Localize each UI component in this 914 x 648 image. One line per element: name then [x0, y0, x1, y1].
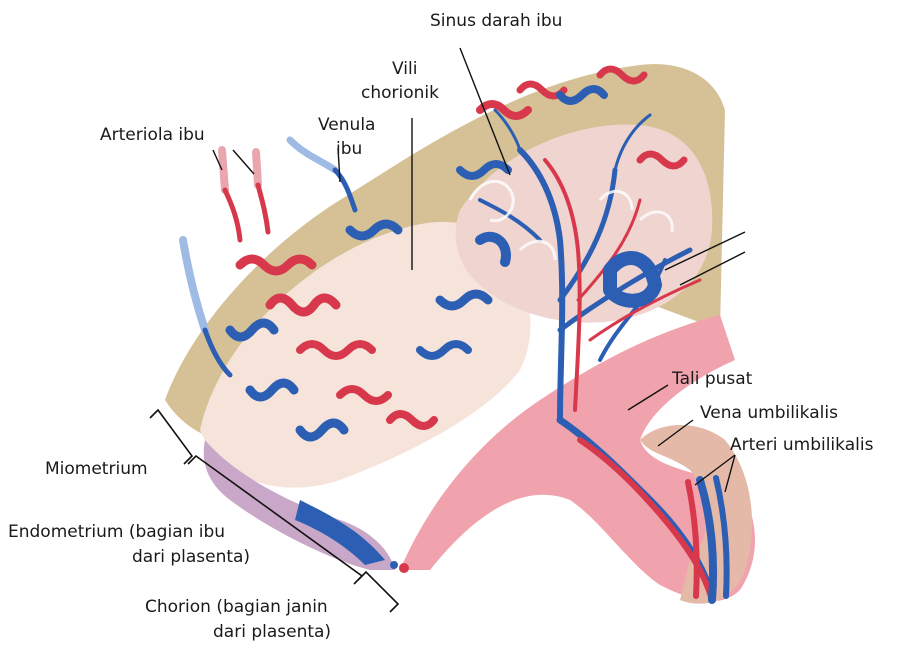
- label-venula-line2: ibu: [336, 139, 362, 159]
- bracket-chorion: [358, 572, 398, 612]
- label-chorion-line1: Chorion (bagian janin: [145, 597, 328, 617]
- label-venula-line1: Venula: [318, 115, 375, 135]
- label-chorion-line2: dari plasenta): [213, 622, 331, 642]
- label-vena-umbilikalis: Vena umbilikalis: [700, 403, 838, 423]
- label-arteri-umbilikalis: Arteri umbilikalis: [730, 435, 874, 455]
- label-vili-line2: chorionik: [361, 83, 439, 103]
- label-tali-pusat: Tali pusat: [671, 369, 753, 389]
- label-endometrium-line1: Endometrium (bagian ibu: [8, 522, 225, 542]
- label-vili-line1: Vili: [392, 59, 417, 79]
- label-sinus-darah-ibu: Sinus darah ibu: [430, 11, 562, 31]
- leader-arteriola-2: [233, 150, 254, 174]
- label-miometrium: Miometrium: [45, 459, 148, 479]
- label-endometrium-line2: dari plasenta): [132, 547, 250, 567]
- chorion-edge-red: [399, 563, 409, 573]
- placenta-illustration: [165, 64, 755, 604]
- label-arteriola-ibu: Arteriola ibu: [100, 125, 205, 145]
- chorion-edge-blue: [390, 561, 398, 569]
